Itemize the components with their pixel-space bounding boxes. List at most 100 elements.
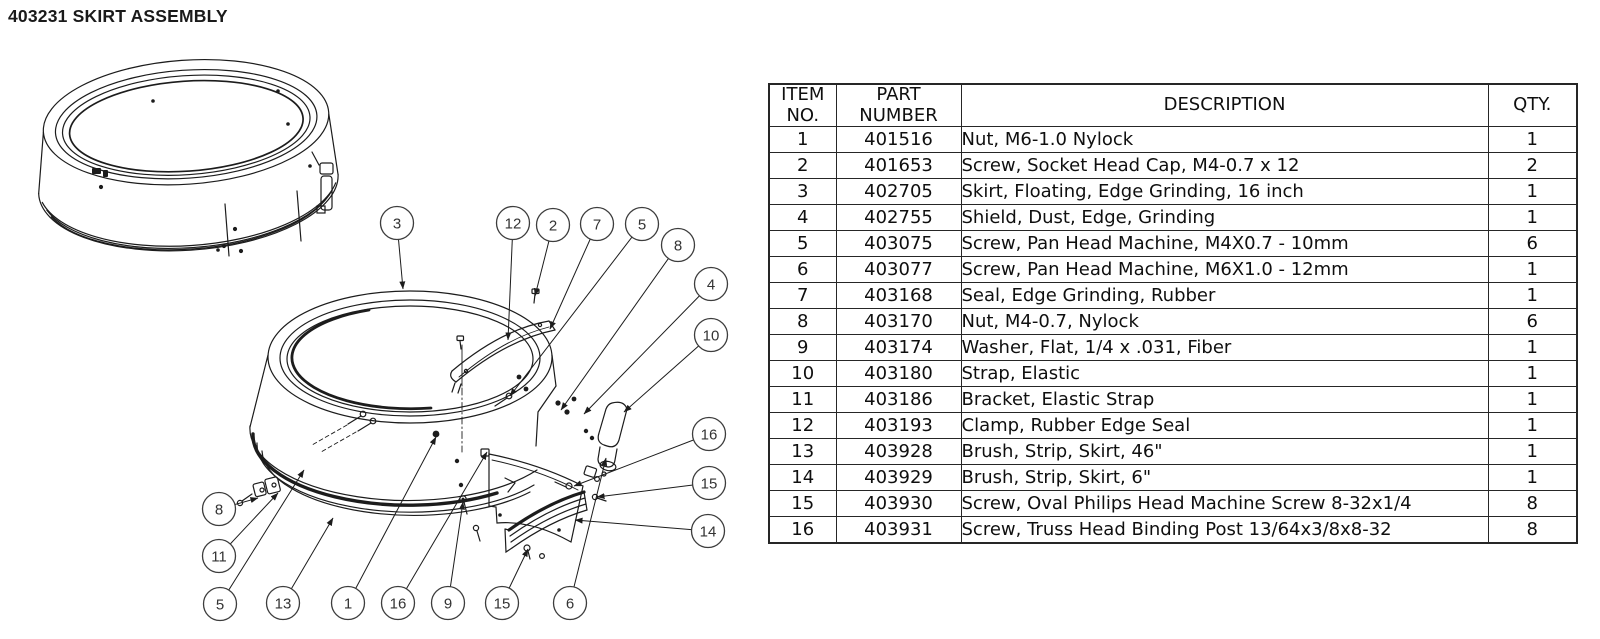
callout-balloon — [693, 317, 729, 353]
cell-part-number: 403930 — [835, 490, 962, 517]
callout-balloon — [202, 586, 238, 622]
page-title: 403231 SKIRT ASSEMBLY — [8, 6, 228, 26]
ring-fasteners — [432, 430, 481, 542]
callout-balloon — [379, 205, 415, 241]
callout-balloon — [552, 585, 588, 621]
cell-qty: 1 — [1487, 334, 1578, 361]
cell-qty: 1 — [1487, 386, 1578, 413]
cell-item-no: 7 — [768, 282, 837, 309]
callout-number: 15 — [701, 475, 718, 492]
callout-number: 16 — [390, 595, 407, 612]
callout-balloon — [691, 465, 727, 501]
callout-number: 7 — [593, 216, 601, 233]
callout-number: 5 — [216, 596, 224, 613]
cell-item-no: 5 — [768, 230, 837, 257]
cell-qty: 1 — [1487, 464, 1578, 491]
strap-bracket — [236, 476, 281, 507]
leader-line — [219, 469, 305, 605]
latch-detail — [311, 151, 334, 214]
callout-number: 9 — [444, 595, 452, 612]
cell-part-number: 403186 — [835, 386, 962, 413]
callout-number: 10 — [703, 327, 720, 344]
cell-item-no: 2 — [768, 152, 837, 179]
leader-line — [549, 223, 598, 330]
callout-number: 12 — [505, 215, 522, 232]
cell-part-number: 403168 — [835, 282, 962, 309]
cell-qty: 1 — [1487, 438, 1578, 465]
cell-qty: 1 — [1487, 126, 1578, 153]
rubber-seal-strip — [450, 320, 556, 394]
cell-qty: 8 — [1487, 516, 1578, 544]
elastic-strap — [597, 401, 628, 472]
callout-number: 13 — [275, 595, 292, 612]
cell-part-number: 401653 — [835, 152, 962, 179]
table-header-row: ITEM NO. PART NUMBER DESCRIPTION QTY. — [768, 83, 1578, 127]
callout-number: 15 — [494, 595, 511, 612]
cell-part-number: 403928 — [835, 438, 962, 465]
callout-balloon — [691, 416, 727, 452]
cell-item-no: 4 — [768, 204, 837, 231]
exploded-view — [236, 288, 628, 560]
cell-qty: 1 — [1487, 282, 1578, 309]
callout-number: 2 — [549, 217, 557, 234]
callout-balloon — [201, 538, 237, 574]
cell-description: Screw, Truss Head Binding Post 13/64x3/8… — [960, 516, 1489, 544]
cell-part-number: 403077 — [835, 256, 962, 283]
cell-description: Washer, Flat, 1/4 x .031, Fiber — [960, 334, 1489, 361]
callout-number: 14 — [700, 523, 717, 540]
col-header-qty: QTY. — [1487, 83, 1578, 127]
callout-number: 3 — [393, 215, 401, 232]
cell-item-no: 9 — [768, 334, 837, 361]
cell-qty: 1 — [1487, 204, 1578, 231]
cell-description: Seal, Edge Grinding, Rubber — [960, 282, 1489, 309]
callout-number: 1 — [344, 595, 352, 612]
callout-balloon — [660, 227, 696, 263]
cell-item-no: 8 — [768, 308, 837, 335]
cell-description: Screw, Socket Head Cap, M4-0.7 x 12 — [960, 152, 1489, 179]
callout-number: 8 — [674, 237, 682, 254]
leader-line — [560, 244, 679, 411]
cell-description: Strap, Elastic — [960, 360, 1489, 387]
callout-number: 16 — [701, 426, 718, 443]
cell-description: Shield, Dust, Edge, Grinding — [960, 204, 1489, 231]
col-header-item-no: ITEM NO. — [768, 83, 837, 127]
cell-description: Clamp, Rubber Edge Seal — [960, 412, 1489, 439]
cell-item-no: 11 — [768, 386, 837, 413]
cell-part-number: 403931 — [835, 516, 962, 544]
cell-item-no: 15 — [768, 490, 837, 517]
cell-item-no: 16 — [768, 516, 837, 544]
cell-part-number: 401516 — [835, 126, 962, 153]
callout-balloon — [693, 266, 729, 302]
cell-description: Brush, Strip, Skirt, 6" — [960, 464, 1489, 491]
cell-part-number: 402705 — [835, 178, 962, 205]
cell-qty: 1 — [1487, 178, 1578, 205]
assembled-view — [38, 58, 339, 257]
leader-line — [505, 222, 514, 341]
cell-description: Screw, Pan Head Machine, M4X0.7 - 10mm — [960, 230, 1489, 257]
cell-qty: 1 — [1487, 256, 1578, 283]
cell-item-no: 6 — [768, 256, 837, 283]
cell-item-no: 14 — [768, 464, 837, 491]
cell-part-number: 403170 — [835, 308, 962, 335]
cell-item-no: 10 — [768, 360, 837, 387]
cell-part-number: 402755 — [835, 204, 962, 231]
leader-line — [596, 482, 710, 500]
cell-qty: 1 — [1487, 360, 1578, 387]
cell-qty: 2 — [1487, 152, 1578, 179]
cell-qty: 8 — [1487, 490, 1578, 517]
callout-balloon — [495, 205, 531, 241]
